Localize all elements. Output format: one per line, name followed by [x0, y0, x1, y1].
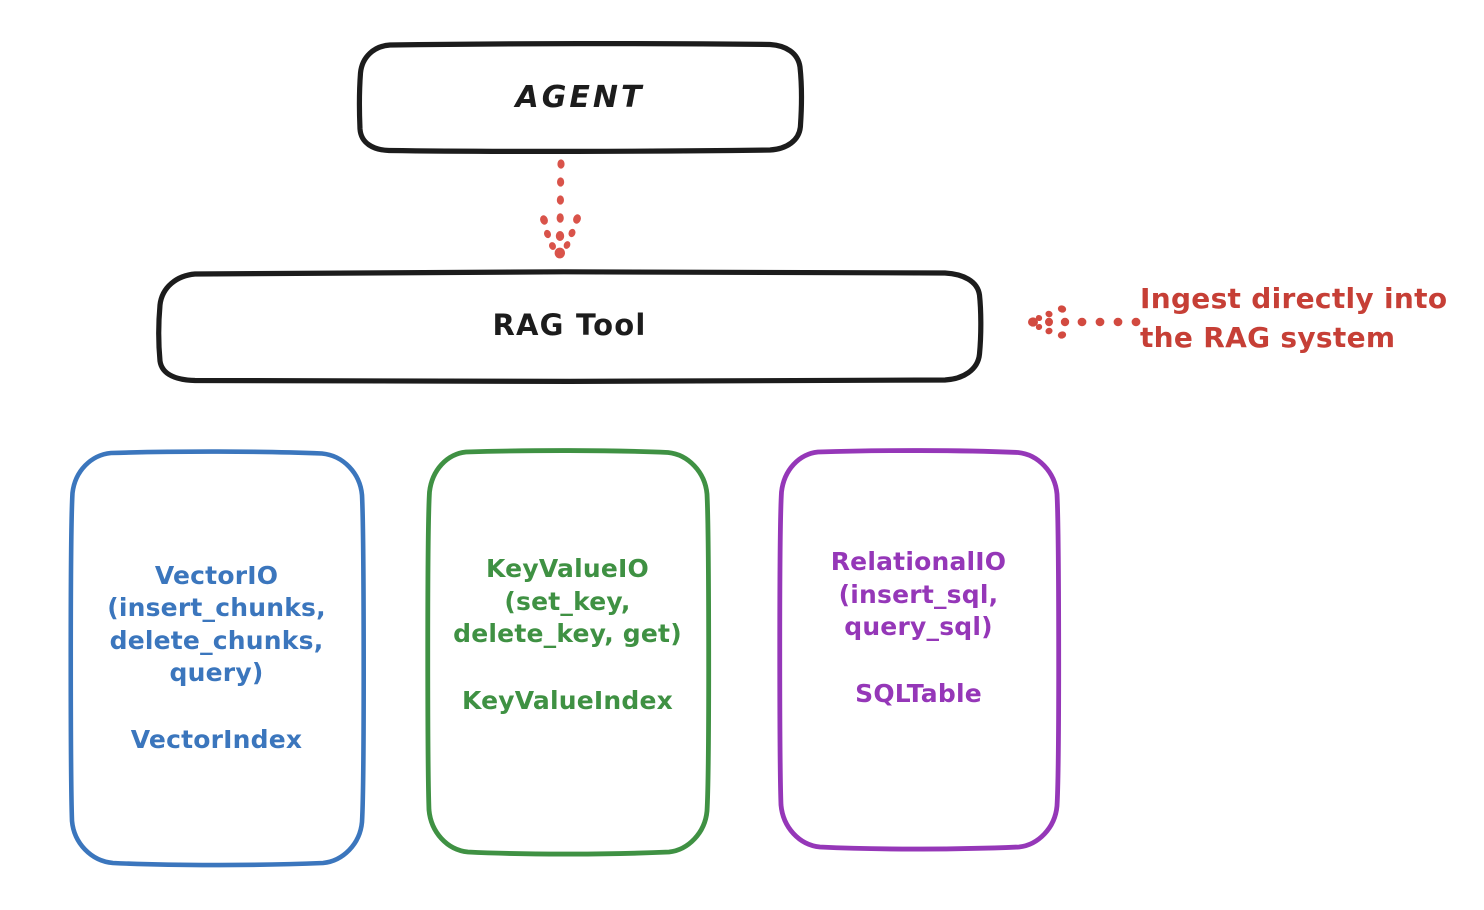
node-key-value-io[interactable]: KeyValueIO (set_key, delete_key, get) Ke…: [424, 448, 712, 857]
annotation-ingest-note: Ingest directly into the RAG system: [1140, 282, 1448, 354]
key-value-index-label: KeyValueIndex: [461, 685, 674, 715]
dotted-left-arrow-icon: [1028, 305, 1141, 339]
dotted-down-arrow-icon: [540, 159, 581, 259]
key-value-io-box-outline: [425, 448, 712, 857]
key-value-io-methods: KeyValueIO (set_key, delete_key, get): [453, 554, 682, 648]
node-agent[interactable]: AGENT: [356, 40, 804, 155]
relational-io-box-outline: [777, 448, 1062, 852]
edge-agent-to-rag-tool: [516, 158, 606, 266]
vector-io-methods: VectorIO (insert_chunks, delete_chunks, …: [107, 560, 326, 688]
node-vector-io[interactable]: VectorIO (insert_chunks, delete_chunks, …: [67, 449, 366, 868]
vector-index-label: VectorIndex: [130, 724, 303, 754]
node-rag-tool[interactable]: RAG Tool: [155, 269, 984, 385]
node-relational-io[interactable]: RelationalIO (insert_sql, query_sql) SQL…: [776, 448, 1062, 852]
rag-tool-label: RAG Tool: [492, 308, 647, 343]
relational-io-methods: RelationalIO (insert_sql, query_sql): [830, 547, 1007, 641]
agent-label: AGENT: [515, 79, 645, 115]
edge-ingest-pointer: [1022, 300, 1142, 344]
sql-table-label: SQLTable: [855, 678, 982, 708]
